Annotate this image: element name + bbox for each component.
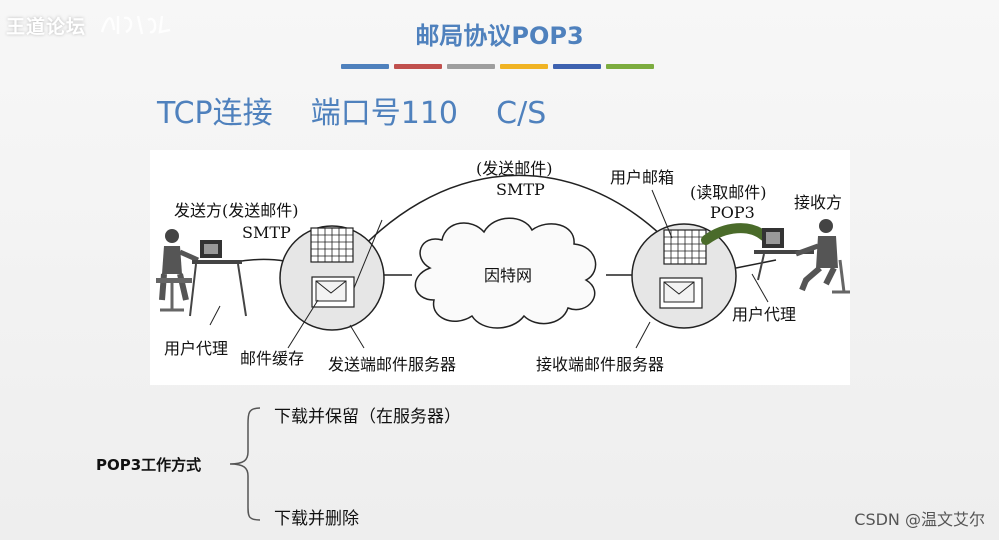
- top-smtp-label: SMTP: [496, 180, 545, 199]
- user-agent-left-label: 用户代理: [164, 339, 229, 358]
- mail-cache-envelope-icon: [311, 276, 355, 308]
- sending-server-label: 发送端邮件服务器: [328, 355, 457, 374]
- work-mode-delete: 下载并删除: [274, 509, 359, 529]
- receiver-agent-link: [735, 259, 777, 269]
- pop3-link: [701, 223, 769, 245]
- receiver-person-icon: [754, 219, 850, 294]
- receiver-label: 接收方: [794, 193, 843, 212]
- divider-bar: [606, 64, 654, 69]
- sending-mailbox-grid-icon: [310, 227, 354, 263]
- site-watermark: 王道论坛: [6, 16, 87, 38]
- wangdao-logo-icon: [100, 15, 171, 35]
- receiving-server-label: 接收端邮件服务器: [536, 355, 665, 374]
- pop3-label: POP3: [710, 203, 755, 222]
- email-flow-diagram: 发送方(发送邮件) SMTP (发送邮件) SMTP 用户邮箱 (读取邮件) P…: [150, 150, 850, 385]
- sender-person-icon: [156, 229, 247, 317]
- top-protocol-note: (发送邮件): [476, 159, 553, 178]
- work-mode-keep: 下载并保留（在服务器）: [274, 407, 461, 427]
- sender-smtp-label: SMTP: [242, 223, 291, 242]
- csdn-credit: CSDN @温文艾尔: [854, 510, 985, 529]
- pop3-note-label: (读取邮件): [690, 183, 767, 202]
- internet-label: 因特网: [484, 266, 533, 285]
- sender-label: 发送方(发送邮件): [174, 201, 299, 220]
- mail-cache-label: 邮件缓存: [240, 349, 305, 368]
- divider-bar: [447, 64, 495, 69]
- smtp-server-link: [339, 174, 663, 273]
- divider-bar: [553, 64, 601, 69]
- work-modes-bracket-icon: [229, 407, 261, 521]
- diagram-canvas: [156, 174, 850, 349]
- user-agent-right-label: 用户代理: [732, 305, 797, 324]
- receiver-envelope-icon: [659, 277, 703, 309]
- divider-bar: [500, 64, 548, 69]
- protocol-summary: TCP连接 端口号110 C/S: [157, 96, 547, 131]
- receiving-server-icon: [631, 223, 737, 329]
- divider-bar: [341, 64, 389, 69]
- internet-cloud-icon: [414, 217, 597, 329]
- work-modes-label: POP3工作方式: [96, 456, 202, 474]
- divider-bar: [394, 64, 442, 69]
- user-mailbox-label: 用户邮箱: [610, 168, 675, 187]
- page-title: 邮局协议POP3: [415, 22, 584, 50]
